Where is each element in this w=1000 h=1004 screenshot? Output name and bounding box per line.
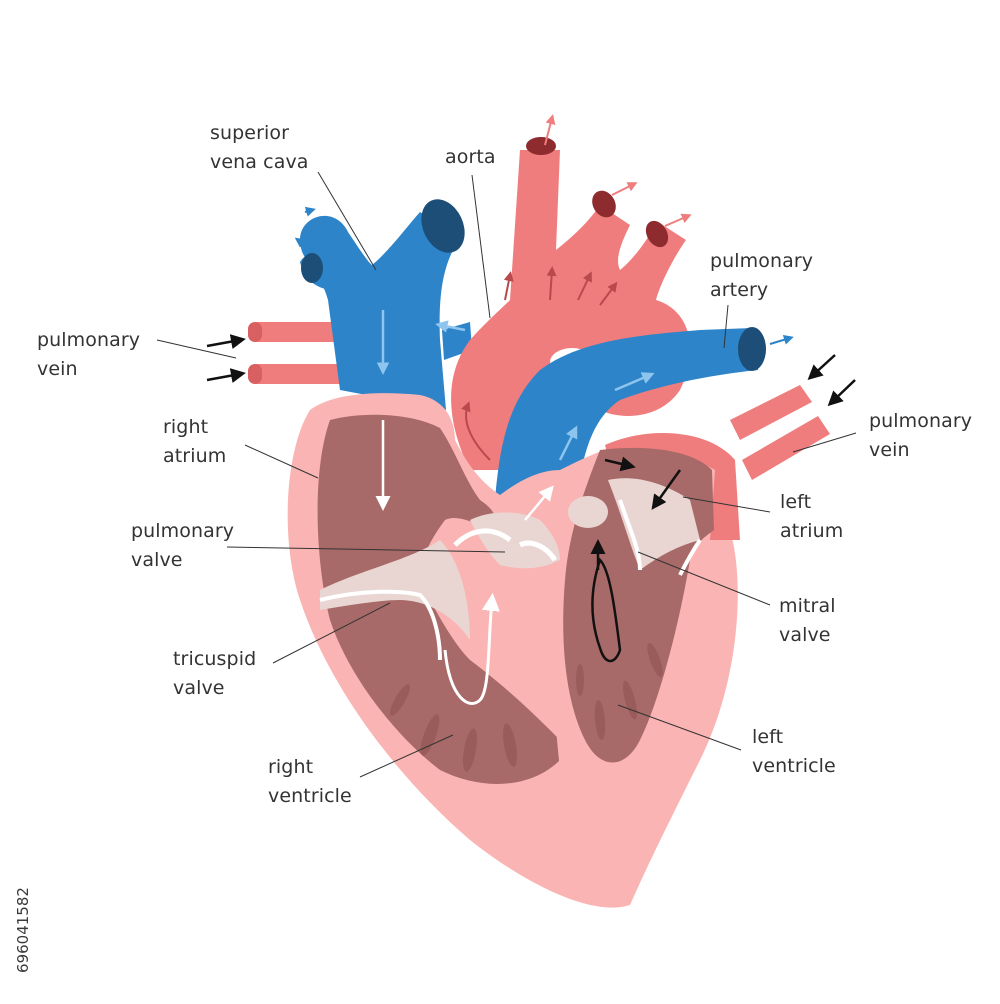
label-tricuspid-valve: tricuspid valve bbox=[173, 645, 256, 703]
label-pulmonary-vein-right: pulmonary vein bbox=[869, 407, 972, 465]
label-left-atrium: left atrium bbox=[780, 488, 843, 546]
label-superior-vena-cava: superior vena cava bbox=[210, 119, 309, 177]
label-right-atrium: right atrium bbox=[163, 413, 226, 471]
label-pulmonary-valve: pulmonary valve bbox=[131, 517, 234, 575]
stock-id-text: 696041582 bbox=[14, 887, 32, 973]
label-pulmonary-artery: pulmonary artery bbox=[710, 247, 813, 305]
aortic-valve-shape bbox=[568, 496, 608, 528]
stock-id: 696041582 bbox=[9, 870, 37, 990]
pulmonary-veins-right bbox=[730, 385, 830, 480]
label-right-ventricle: right ventricle bbox=[268, 753, 352, 811]
label-mitral-valve: mitral valve bbox=[779, 592, 836, 650]
label-aorta: aorta bbox=[445, 143, 496, 172]
label-left-ventricle: left ventricle bbox=[752, 723, 836, 781]
label-pulmonary-vein-left: pulmonary vein bbox=[37, 326, 140, 384]
